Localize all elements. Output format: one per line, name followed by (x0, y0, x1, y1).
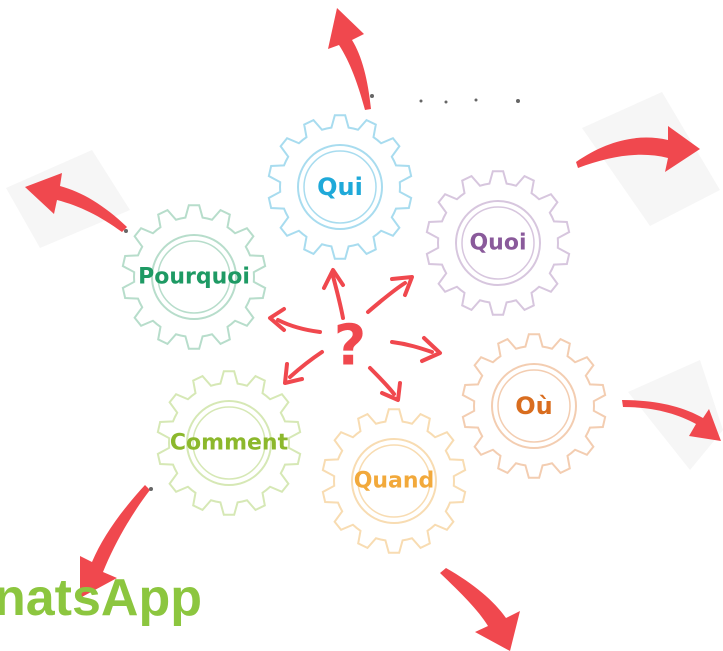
outer-arrow-up (328, 8, 371, 110)
gear-inner-qui (297, 144, 383, 230)
outer-arrow-bottom-left (80, 485, 150, 598)
center-arrow-ou (390, 340, 434, 354)
gear-inner-quand (351, 438, 437, 524)
gear-shape-quoi (425, 170, 571, 316)
center-arrow-quand (368, 366, 396, 396)
gear-inner-pourquoi (151, 234, 237, 320)
outer-arrow-right (622, 400, 721, 441)
gear-inner-comment (186, 400, 272, 486)
gear-shape-qui (267, 114, 413, 260)
outer-arrow-bottom-right (440, 568, 520, 651)
gear-qui: Qui (267, 114, 413, 260)
gear-pourquoi: Pourquoi (121, 204, 267, 350)
gear-label-quand: Quand (354, 469, 435, 494)
gear-shape-comment (156, 370, 302, 516)
gear-comment: Comment (156, 370, 302, 516)
brand-text: natsApp (0, 569, 202, 627)
gear-label-comment: Comment (170, 431, 289, 456)
center-arrow-pourquoi (276, 318, 322, 334)
center-question: ? (268, 268, 442, 402)
gear-label-quoi: Quoi (469, 231, 526, 256)
gear-shape-pourquoi (121, 204, 267, 350)
gear-inner-quoi (455, 200, 541, 286)
center-arrow-comment (288, 350, 324, 379)
gear-shape-quand (321, 408, 467, 554)
outer-arrows (25, 8, 721, 651)
gear-quoi: Quoi (425, 170, 571, 316)
question-mark: ? (334, 314, 366, 379)
gear-label-qui: Qui (317, 173, 363, 201)
gear-shape-ou (461, 333, 607, 479)
dot-marks (124, 94, 520, 491)
center-arrow-quoi (366, 281, 407, 314)
center-arrow-qui (331, 274, 345, 320)
outer-arrow-top-right (576, 126, 700, 172)
gear-label-pourquoi: Pourquoi (138, 265, 250, 290)
gear-quand: Quand (321, 408, 467, 554)
gear-label-ou: Où (515, 392, 553, 420)
gear-inner-ou (491, 363, 577, 449)
outer-arrow-top-left (25, 173, 127, 232)
gear-ou: Où (461, 333, 607, 479)
